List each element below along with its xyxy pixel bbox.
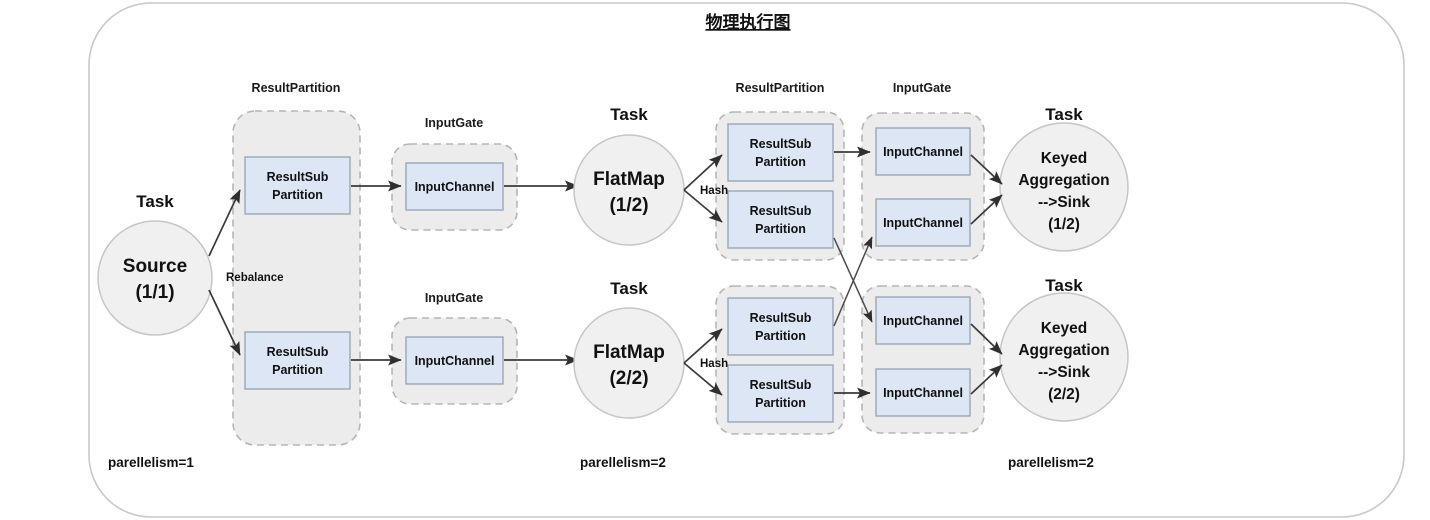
task-node-flatmap2-name: FlatMap [593, 342, 665, 363]
edge-ic-b1-to-sink2 [970, 323, 1003, 355]
input-channel-label: InputChannel [883, 314, 963, 328]
task-label-flatmap2: Task [610, 279, 648, 298]
result-sub-partition-label-line1: ResultSub [750, 204, 812, 218]
result-sub-partition-label-line2: Partition [755, 396, 806, 410]
result-sub-partition-label-line2: Partition [755, 222, 806, 236]
input-channel-box[interactable] [875, 198, 971, 247]
task-node-sink1-line3: -->Sink [1038, 194, 1090, 211]
edge-hash-bottom-lower [683, 362, 723, 396]
result-sub-partition-label-line2: Partition [755, 329, 806, 343]
result-sub-partition-label-line1: ResultSub [750, 137, 812, 151]
edge-label-hash-top: Hash [700, 185, 728, 197]
task-node-sink1-line4: (1/2) [1048, 216, 1080, 233]
group-label-result-partition-2: ResultPartition [736, 81, 825, 95]
task-node-sink2-line1: Keyed [1041, 320, 1088, 337]
task-node-source[interactable] [97, 220, 213, 336]
edge-label-rebalance: Rebalance [226, 272, 284, 284]
edge-hash-top-upper [683, 154, 723, 191]
parallelism-label-flatmap: parellelism=2 [580, 455, 666, 470]
input-channel-label: InputChannel [883, 216, 963, 230]
result-sub-partition-box[interactable] [727, 123, 834, 182]
input-channel-box[interactable] [875, 368, 971, 417]
group-label-result-partition-1: ResultPartition [252, 81, 341, 95]
task-node-sink1[interactable] [999, 122, 1129, 252]
page-title: 物理执行图 [706, 12, 791, 32]
result-sub-partition-label-line2: Partition [272, 188, 323, 202]
input-channel-label: InputChannel [883, 386, 963, 400]
edge-ic-b2-to-sink2 [970, 364, 1003, 395]
task-node-source-name: Source [123, 256, 187, 277]
edge-hash-bottom-upper [683, 328, 723, 364]
task-node-sink2-line3: -->Sink [1038, 364, 1090, 381]
input-channel-box[interactable] [405, 336, 504, 385]
edge-label-hash-bottom: Hash [700, 358, 728, 370]
result-sub-partition-box[interactable] [727, 190, 834, 249]
input-channel-label: InputChannel [883, 145, 963, 159]
input-channel-box[interactable] [405, 162, 504, 211]
group-label-input-gate-1: InputGate [425, 116, 483, 130]
result-sub-partition-label-line2: Partition [272, 363, 323, 377]
task-node-flatmap1-index: (1/2) [609, 195, 648, 216]
task-label-source: Task [136, 192, 174, 211]
task-node-sink1-line1: Keyed [1041, 150, 1088, 167]
task-node-flatmap2-index: (2/2) [609, 368, 648, 389]
parallelism-label-sink: parellelism=2 [1008, 455, 1094, 470]
result-sub-partition-label-line1: ResultSub [750, 311, 812, 325]
result-sub-partition-label-line2: Partition [755, 155, 806, 169]
edge-ic-t1-to-sink1 [970, 154, 1003, 185]
result-sub-partition-box[interactable] [727, 364, 834, 423]
group-label-input-gate-3: InputGate [893, 81, 951, 95]
task-node-flatmap2[interactable] [573, 307, 685, 419]
task-node-sink2-line4: (2/2) [1048, 386, 1080, 403]
task-node-flatmap1[interactable] [573, 134, 685, 246]
task-label-sink2: Task [1045, 276, 1083, 295]
edge-rebalance-top [208, 189, 241, 257]
task-node-sink2[interactable] [999, 292, 1129, 422]
task-node-flatmap1-name: FlatMap [593, 169, 665, 190]
result-sub-partition-box[interactable] [727, 297, 834, 356]
result-sub-partition-label-line1: ResultSub [267, 345, 329, 359]
task-node-source-index: (1/1) [135, 282, 174, 303]
input-channel-box[interactable] [875, 127, 971, 176]
result-sub-partition-label-line1: ResultSub [750, 378, 812, 392]
edge-hash-top-lower [683, 189, 723, 223]
parallelism-label-source: parellelism=1 [108, 455, 194, 470]
input-channel-box[interactable] [875, 296, 971, 345]
edge-ic-t2-to-sink1 [970, 194, 1003, 225]
task-label-flatmap1: Task [610, 105, 648, 124]
result-sub-partition-box[interactable] [244, 331, 351, 390]
result-sub-partition-box[interactable] [244, 156, 351, 215]
task-label-sink1: Task [1045, 105, 1083, 124]
task-node-sink2-line2: Aggregation [1018, 342, 1109, 359]
result-sub-partition-label-line1: ResultSub [267, 170, 329, 184]
edge-rsp-b1-to-ic-t2 [833, 236, 873, 327]
input-channel-label: InputChannel [415, 354, 495, 368]
group-label-input-gate-2: InputGate [425, 291, 483, 305]
input-channel-label: InputChannel [415, 180, 495, 194]
task-node-sink1-line2: Aggregation [1018, 172, 1109, 189]
edge-rebalance-bottom [208, 289, 241, 356]
